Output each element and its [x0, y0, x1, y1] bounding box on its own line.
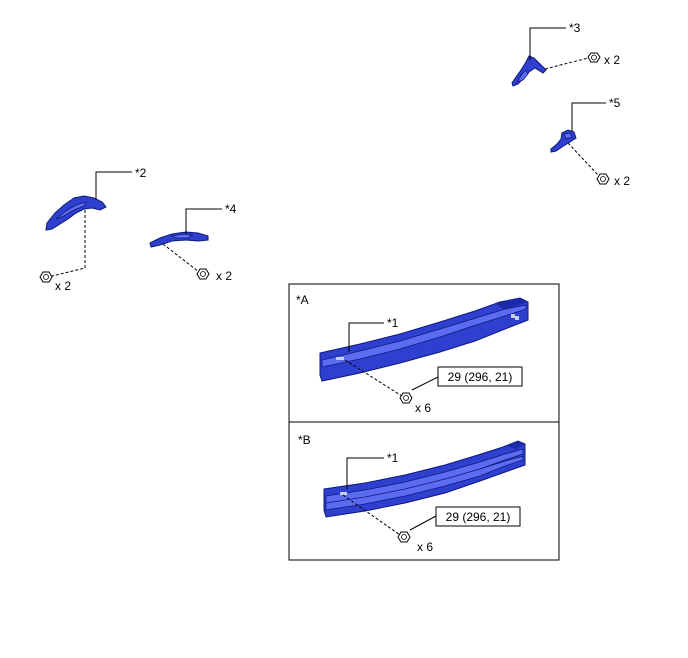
- bolt-icon: [587, 52, 601, 63]
- bolt-icon: [399, 392, 413, 404]
- part-3-group: *3 x 2: [511, 21, 620, 87]
- qty-part-3: x 2: [604, 53, 620, 67]
- label-part-1-a: *1: [387, 316, 399, 330]
- torque-a: 29 (296, 21): [448, 370, 513, 384]
- part-4-bracket: [149, 231, 209, 248]
- part-4-group: *4 x 2: [149, 202, 237, 283]
- label-part-2: *2: [135, 166, 147, 180]
- part-2-group: *2 x 2: [39, 166, 147, 293]
- qty-part-4: x 2: [216, 269, 232, 283]
- part-2-bracket: [45, 195, 107, 231]
- bolt-icon: [196, 268, 210, 280]
- qty-part-5: x 2: [614, 174, 630, 188]
- label-part-4: *4: [225, 202, 237, 216]
- label-part-3: *3: [569, 21, 581, 35]
- label-part-1-b: *1: [387, 451, 399, 465]
- torque-b: 29 (296, 21): [446, 510, 511, 524]
- panel-b: *B *1 29 (296, 21) x 6: [288, 421, 560, 561]
- bolt-icon: [39, 271, 53, 283]
- panel-a-title: *A: [296, 293, 309, 307]
- panel-a: *A *1 29 (296, 21) x 6: [288, 283, 560, 423]
- part-5-bracket: [550, 129, 577, 153]
- panel-b-title: *B: [298, 433, 311, 447]
- qty-part-1-a: x 6: [415, 401, 431, 415]
- qty-part-2: x 2: [55, 279, 71, 293]
- label-part-5: *5: [609, 96, 621, 110]
- bolt-icon: [596, 173, 610, 185]
- qty-part-1-b: x 6: [417, 540, 433, 554]
- bolt-icon: [397, 531, 411, 543]
- part-5-group: *5 x 2: [550, 96, 630, 188]
